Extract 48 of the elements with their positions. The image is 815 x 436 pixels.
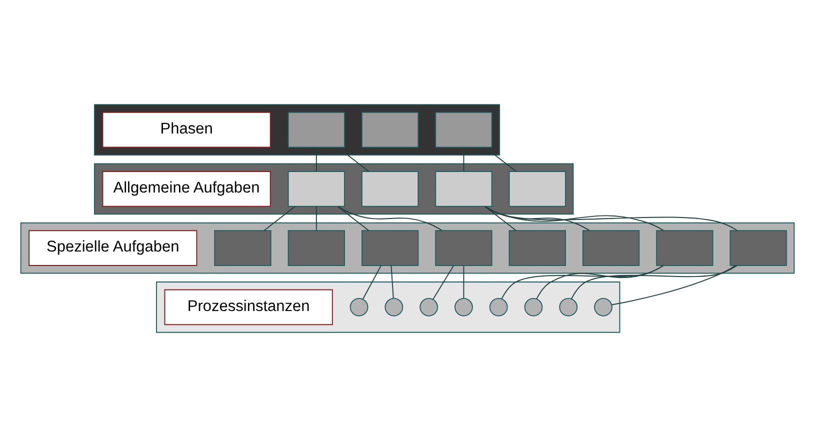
node-box xyxy=(435,230,492,266)
connector xyxy=(390,264,394,298)
connector xyxy=(571,264,738,299)
node-circle xyxy=(489,297,508,316)
cluster xyxy=(94,162,574,214)
connector xyxy=(463,264,464,298)
node-box xyxy=(508,170,566,206)
connector xyxy=(484,146,517,172)
connector xyxy=(611,264,736,305)
node-circle xyxy=(384,297,404,316)
connector xyxy=(484,206,738,230)
node-box xyxy=(582,230,640,266)
node-circle xyxy=(559,297,578,316)
connector xyxy=(501,264,664,299)
node-box xyxy=(435,111,492,148)
connector xyxy=(432,264,454,300)
node-box xyxy=(288,170,345,206)
node-box xyxy=(288,230,345,266)
cluster xyxy=(156,281,620,332)
node-box xyxy=(656,230,714,266)
connector xyxy=(536,264,664,299)
node-box xyxy=(361,170,419,206)
connector xyxy=(484,206,664,230)
cluster xyxy=(94,104,500,156)
node-circle xyxy=(454,297,473,316)
node-box xyxy=(288,111,345,148)
connector xyxy=(337,205,370,231)
node-box xyxy=(214,230,272,266)
connector xyxy=(362,264,382,299)
node-circle xyxy=(350,297,368,316)
node-circle xyxy=(420,297,438,316)
node-box xyxy=(361,111,419,148)
node-box: Prozessinstanzen xyxy=(164,288,333,325)
connector xyxy=(316,146,317,172)
connector xyxy=(338,206,442,230)
node-circle xyxy=(524,297,543,316)
connector xyxy=(316,205,317,230)
node-box xyxy=(730,230,787,266)
node-box: Spezielle Aufgaben xyxy=(28,230,198,266)
node-box: Allgemeine Aufgaben xyxy=(102,170,271,206)
node-box xyxy=(361,230,419,266)
node-box xyxy=(435,170,492,206)
node-circle xyxy=(594,297,612,316)
node-box xyxy=(508,230,566,266)
connector xyxy=(484,206,590,230)
connector xyxy=(463,146,464,172)
cluster xyxy=(20,222,795,274)
node-box: Phasen xyxy=(102,111,271,148)
